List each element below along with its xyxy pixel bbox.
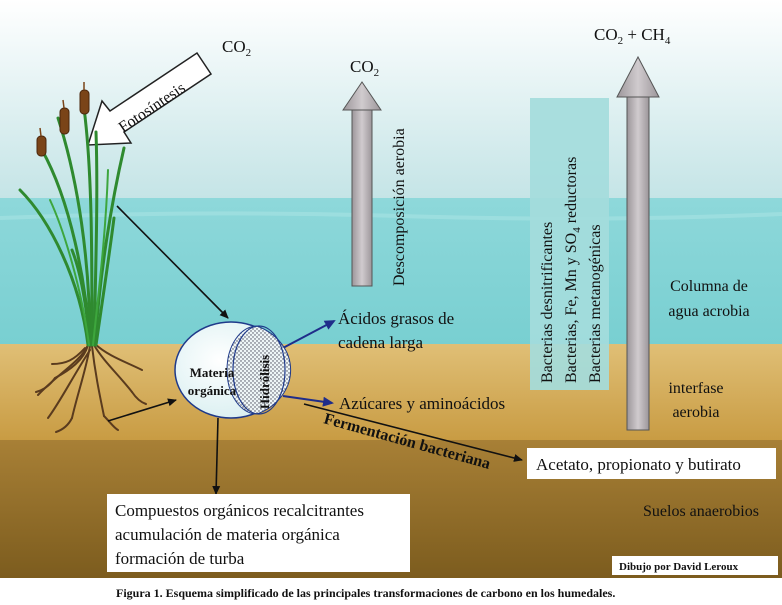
co2-ch4-arrow — [616, 55, 660, 431]
water-band — [0, 198, 782, 346]
hydrolysis-to-sugars-arrow — [282, 395, 334, 407]
photosynthesis-arrow — [86, 51, 213, 146]
bacteria-denitrifying-label: Bacterias desnitrificantes — [539, 222, 556, 383]
hydrolysis-to-fatty-acids-arrow — [280, 320, 336, 350]
acetate-label: Acetato, propionato y butirato — [536, 455, 741, 474]
water-column-label: Columna de — [670, 278, 748, 295]
co2-top-left-label: CO2 — [222, 37, 251, 59]
sugars-label: Azúcares y aminoácidos — [339, 394, 505, 413]
cattail-plant-icon — [18, 82, 147, 433]
fatty-acids-label: Ácidos grasos de — [338, 309, 454, 328]
interface-label: interfase — [668, 380, 723, 397]
recalcitrant-label-2: acumulación de materia orgánica — [115, 525, 340, 544]
co2-center-label: CO2 — [350, 57, 379, 79]
bacteria-reducing-label: Bacterias, Fe, Mn y SO4 reductoras — [563, 157, 583, 383]
bacteria-panel — [530, 98, 609, 390]
co2-ch4-label: CO2 + CH4 — [594, 25, 671, 47]
fermentation-arrow — [303, 403, 523, 462]
recalcitrant-label-3: formación de turba — [115, 549, 245, 568]
organic-matter-label-2: orgánica — [188, 383, 237, 398]
bacteria-methanogenic-label: Bacterias metanogénicas — [587, 224, 604, 383]
figure-caption: Figura 1. Esquema simplificado de las pr… — [116, 586, 615, 600]
acetate-box: Acetato, propionato y butirato — [527, 448, 776, 479]
organic-matter-label: Materia — [190, 365, 235, 380]
matter-to-recalcitrant-arrow — [212, 417, 221, 495]
recalcitrant-box: Compuestos orgánicos recalcitrantes acum… — [107, 494, 410, 572]
water-column-label-2: agua acrobia — [668, 303, 749, 320]
credit-label: Dibujo por David Leroux — [619, 561, 739, 573]
plant-to-matter-arrow — [116, 205, 229, 319]
co2-aerobic-arrow — [342, 81, 382, 287]
interface-label-2: aerobia — [672, 404, 719, 421]
fatty-acids-label-2: cadena larga — [338, 333, 424, 352]
organic-matter-node — [174, 321, 292, 419]
anaerobic-soils-label: Suelos anaerobios — [643, 503, 759, 520]
aerobic-decomposition-label: Descomposición aerobia — [391, 128, 408, 286]
roots-to-matter-arrow — [107, 398, 177, 422]
hydrolysis-label: Hidrólisis — [257, 355, 272, 409]
credit-box: Dibujo por David Leroux — [612, 556, 778, 575]
black-arrows — [107, 205, 523, 495]
recalcitrant-label-1: Compuestos orgánicos recalcitrantes — [115, 501, 364, 520]
